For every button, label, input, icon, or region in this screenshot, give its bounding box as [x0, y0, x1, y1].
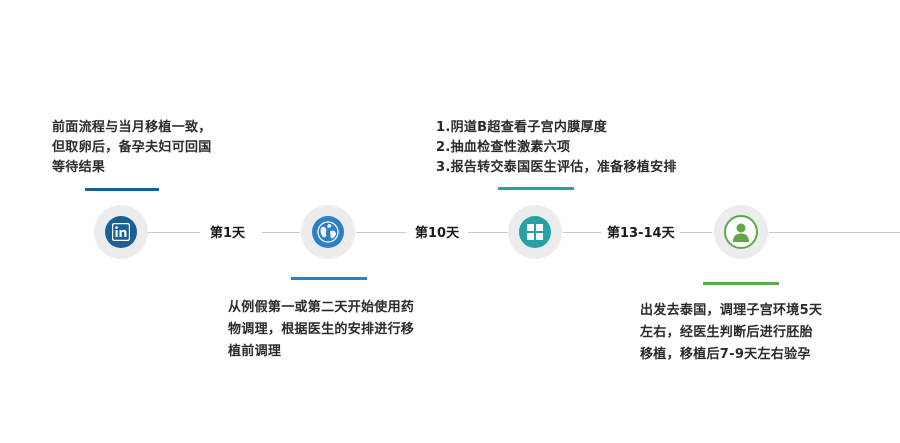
- timeline-node-3: [508, 205, 562, 259]
- timeline-line: [356, 232, 406, 233]
- step1-description: 前面流程与当月移植一致， 但取卵后，备孕夫妇可回国 等待结果: [52, 118, 212, 178]
- step2-description: 从例假第一或第二天开始使用药 物调理，根据医生的安排进行移 植前调理: [228, 297, 414, 363]
- step3-line: 1.阴道B超查看子宫内膜厚度: [436, 120, 608, 135]
- step2-line: 植前调理: [228, 344, 282, 359]
- step4-line: 移植，移植后7-9天左右验孕: [640, 347, 811, 362]
- step3-line: 3.报告转交泰国医生评估，准备移植安排: [436, 160, 677, 175]
- timeline-line: [262, 232, 300, 233]
- day-label-1: 第1天: [210, 226, 246, 241]
- linkedin-icon: [105, 216, 137, 248]
- step4-accent-bar: [703, 282, 779, 285]
- step4-line: 左右，经医生判断后进行胚胎: [640, 325, 813, 340]
- timeline-line: [148, 232, 200, 233]
- user-icon: [724, 215, 758, 249]
- step1-line: 前面流程与当月移植一致，: [52, 120, 212, 135]
- day-label-10: 第10天: [415, 226, 460, 241]
- timeline-line: [468, 232, 508, 233]
- step2-accent-bar: [291, 277, 367, 280]
- globe-icon: [312, 216, 344, 248]
- step1-line: 但取卵后，备孕夫妇可回国: [52, 140, 212, 155]
- timeline-node-1: [94, 205, 148, 259]
- step4-description: 出发去泰国，调理子宫环境5天 左右，经医生判断后进行胚胎 移植，移植后7-9天左…: [640, 300, 822, 366]
- step4-line: 出发去泰国，调理子宫环境5天: [640, 303, 823, 318]
- timeline-line: [680, 232, 712, 233]
- step3-description: 1.阴道B超查看子宫内膜厚度 2.抽血检查性激素六项 3.报告转交泰国医生评估，…: [436, 118, 677, 178]
- windows-icon: [519, 216, 551, 248]
- timeline-line: [563, 232, 601, 233]
- timeline-node-2: [301, 205, 355, 259]
- step1-line: 等待结果: [52, 160, 106, 175]
- step1-accent-bar: [85, 188, 159, 191]
- step3-accent-bar: [498, 187, 574, 190]
- step2-line: 物调理，根据医生的安排进行移: [228, 322, 415, 337]
- step2-line: 从例假第一或第二天开始使用药: [228, 300, 415, 315]
- timeline-node-4: [714, 205, 768, 259]
- step3-line: 2.抽血检查性激素六项: [436, 140, 571, 155]
- timeline-line: [769, 232, 900, 233]
- day-label-13-14: 第13-14天: [607, 226, 675, 241]
